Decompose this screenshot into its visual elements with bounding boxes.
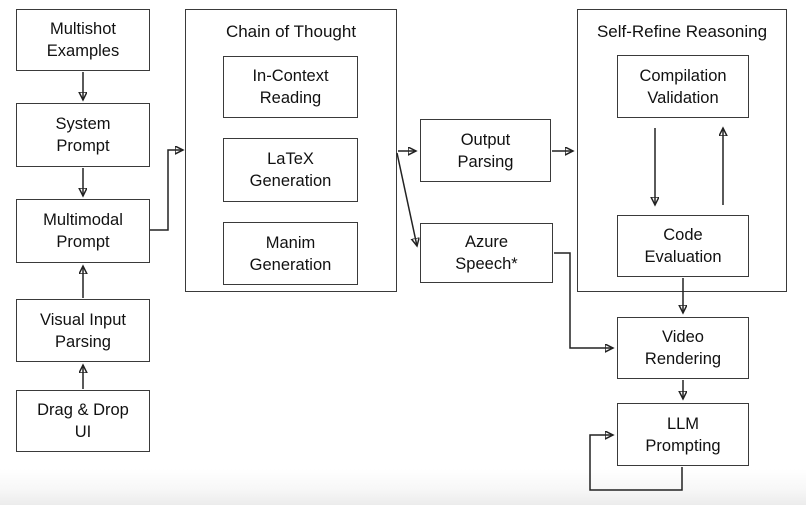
arrow-chain-of-thought-to-azure-speech bbox=[396, 152, 417, 246]
manim-generation-label: Manim Generation bbox=[249, 233, 332, 274]
llm-prompting-label: LLM Prompting bbox=[645, 414, 721, 455]
bottom-fade-strip bbox=[0, 469, 806, 505]
system-prompt-label: System Prompt bbox=[55, 115, 111, 155]
node-visual-input-parsing: Visual Input Parsing bbox=[16, 299, 150, 362]
node-output-parsing: Output Parsing bbox=[420, 119, 551, 182]
node-drag-drop-ui: Drag & Drop UI bbox=[16, 390, 150, 452]
node-azure-speech: Azure Speech* bbox=[420, 223, 553, 283]
node-multishot-examples: Multishot Examples bbox=[16, 9, 150, 71]
output-parsing-label: Output Parsing bbox=[457, 130, 514, 171]
drag-drop-ui-label: Drag & Drop UI bbox=[37, 401, 129, 441]
multimodal-prompt-label: Multimodal Prompt bbox=[43, 211, 123, 251]
multishot-examples-label: Multishot Examples bbox=[46, 20, 120, 60]
latex-generation-label: LaTeX Generation bbox=[249, 150, 332, 190]
node-video-rendering: Video Rendering bbox=[617, 317, 749, 379]
arrow-multimodal-prompt-to-chain-of-thought bbox=[150, 150, 183, 231]
video-rendering-label: Video Rendering bbox=[644, 328, 722, 368]
node-in-context-reading: In-Context Reading bbox=[223, 56, 358, 118]
node-manim-generation: Manim Generation bbox=[223, 222, 358, 285]
in-context-reading-label: In-Context Reading bbox=[252, 67, 329, 107]
node-system-prompt: System Prompt bbox=[16, 103, 150, 167]
compilation-validation-label: Compilation Validation bbox=[639, 66, 727, 107]
node-multimodal-prompt: Multimodal Prompt bbox=[16, 199, 150, 263]
node-code-evaluation: Code Evaluation bbox=[617, 215, 749, 277]
node-llm-prompting: LLM Prompting bbox=[617, 403, 749, 466]
code-evaluation-label: Code Evaluation bbox=[644, 226, 722, 266]
chain-of-thought-title: Chain of Thought bbox=[225, 22, 357, 41]
azure-speech-label: Azure Speech* bbox=[455, 233, 518, 273]
node-latex-generation: LaTeX Generation bbox=[223, 138, 358, 202]
node-compilation-validation: Compilation Validation bbox=[617, 55, 749, 118]
visual-input-parsing-label: Visual Input Parsing bbox=[40, 310, 126, 351]
self-refine-reasoning-title: Self-Refine Reasoning bbox=[596, 22, 768, 41]
